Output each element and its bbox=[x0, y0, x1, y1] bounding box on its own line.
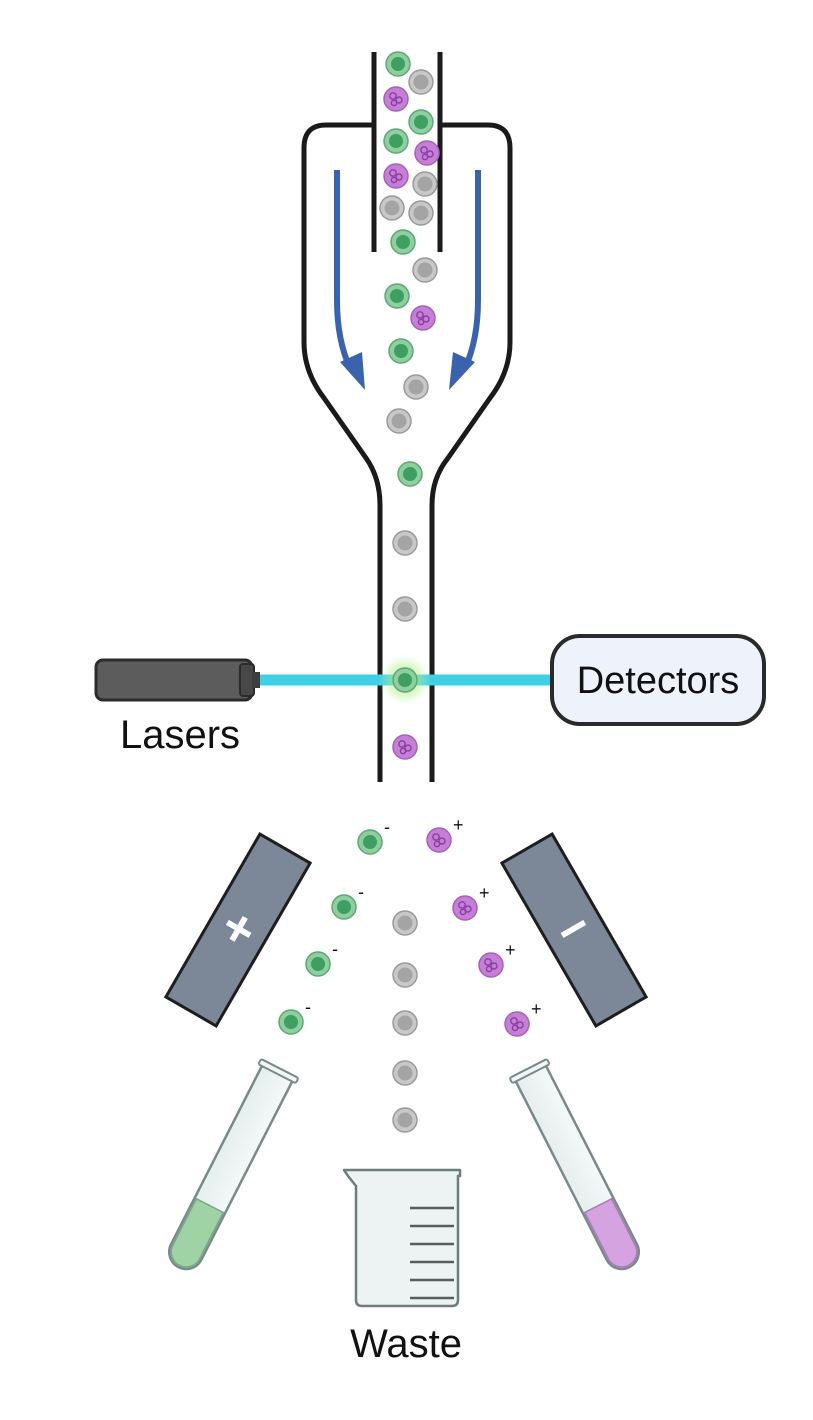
cells-layer: - - - - + + + + bbox=[278, 51, 542, 1133]
cell-icon-gray bbox=[392, 962, 418, 988]
flow-cell-outline bbox=[301, 122, 383, 782]
cell-icon-purple bbox=[414, 140, 440, 166]
sheath-arrow-left bbox=[334, 170, 353, 370]
cell-icon-green: - bbox=[305, 939, 338, 977]
cell-icon-green bbox=[385, 51, 411, 77]
cell-icon-purple: + bbox=[478, 940, 516, 978]
positive-charge-label: + bbox=[479, 883, 490, 903]
cell-icon-purple bbox=[392, 734, 418, 760]
cell-icon-green bbox=[388, 338, 414, 364]
detectors-label: Detectors bbox=[577, 660, 740, 702]
cell-icon-gray bbox=[403, 374, 429, 400]
tube-liquid-green bbox=[170, 1197, 225, 1268]
negative-charge-label: - bbox=[384, 817, 390, 837]
cell-icon-gray bbox=[408, 69, 434, 95]
cell-icon-gray bbox=[392, 1107, 418, 1133]
laser-assembly: Lasers bbox=[94, 654, 558, 757]
cell-icon-green bbox=[397, 461, 423, 487]
sheath-arrow-left-head bbox=[340, 352, 365, 390]
cell-icon-green: - bbox=[331, 882, 364, 920]
negative-charge-label: - bbox=[305, 997, 311, 1017]
beaker-graduations bbox=[410, 1206, 454, 1300]
beaker-icon: Waste bbox=[342, 1168, 462, 1366]
waste-label: Waste bbox=[350, 1322, 462, 1366]
negative-charge-label: - bbox=[332, 939, 338, 959]
deflection-plate-positive: + bbox=[163, 832, 313, 1028]
cell-icon-purple bbox=[383, 163, 409, 189]
lasers-label: Lasers bbox=[120, 713, 240, 757]
cell-icon-green bbox=[392, 667, 418, 693]
flow-cell-outline-right bbox=[429, 122, 513, 782]
cell-icon-gray bbox=[392, 596, 418, 622]
positive-charge-label: + bbox=[453, 815, 464, 835]
test-tube-icon-purple bbox=[509, 1058, 640, 1271]
negative-charge-label: - bbox=[358, 882, 364, 902]
cell-icon-gray bbox=[392, 530, 418, 556]
cell-icon-gray bbox=[379, 195, 405, 221]
sheath-flow-arrows bbox=[334, 170, 481, 390]
cell-icon-gray bbox=[386, 408, 412, 434]
cell-icon-green bbox=[384, 283, 410, 309]
cell-icon-green bbox=[408, 109, 434, 135]
cell-icon-purple bbox=[410, 305, 436, 331]
sheath-arrow-right-head bbox=[449, 352, 475, 390]
positive-charge-label: + bbox=[531, 999, 542, 1019]
cell-icon-gray bbox=[392, 1010, 418, 1036]
cell-icon-green bbox=[383, 128, 409, 154]
cell-icon-purple: + bbox=[504, 999, 542, 1037]
cell-icon-green bbox=[390, 229, 416, 255]
cell-icon-green: - bbox=[278, 997, 311, 1035]
cell-icon-purple: + bbox=[426, 815, 464, 853]
laser-icon bbox=[94, 658, 260, 702]
deflection-plate-negative: − bbox=[499, 832, 649, 1028]
tube-liquid-purple bbox=[583, 1197, 638, 1268]
sheath-arrow-right bbox=[462, 170, 481, 370]
positive-charge-label: + bbox=[505, 940, 516, 960]
cell-icon-green: - bbox=[357, 817, 390, 855]
cell-icon-gray bbox=[412, 257, 438, 283]
cell-icon-gray bbox=[392, 910, 418, 936]
detector-box: Detectors bbox=[550, 634, 766, 726]
cell-icon-gray bbox=[412, 171, 438, 197]
cell-icon-gray bbox=[408, 200, 434, 226]
cell-icon-purple: + bbox=[452, 883, 490, 921]
test-tube-icon-green bbox=[168, 1058, 299, 1271]
cell-icon-gray bbox=[392, 1060, 418, 1086]
cell-icon-purple bbox=[383, 86, 409, 112]
